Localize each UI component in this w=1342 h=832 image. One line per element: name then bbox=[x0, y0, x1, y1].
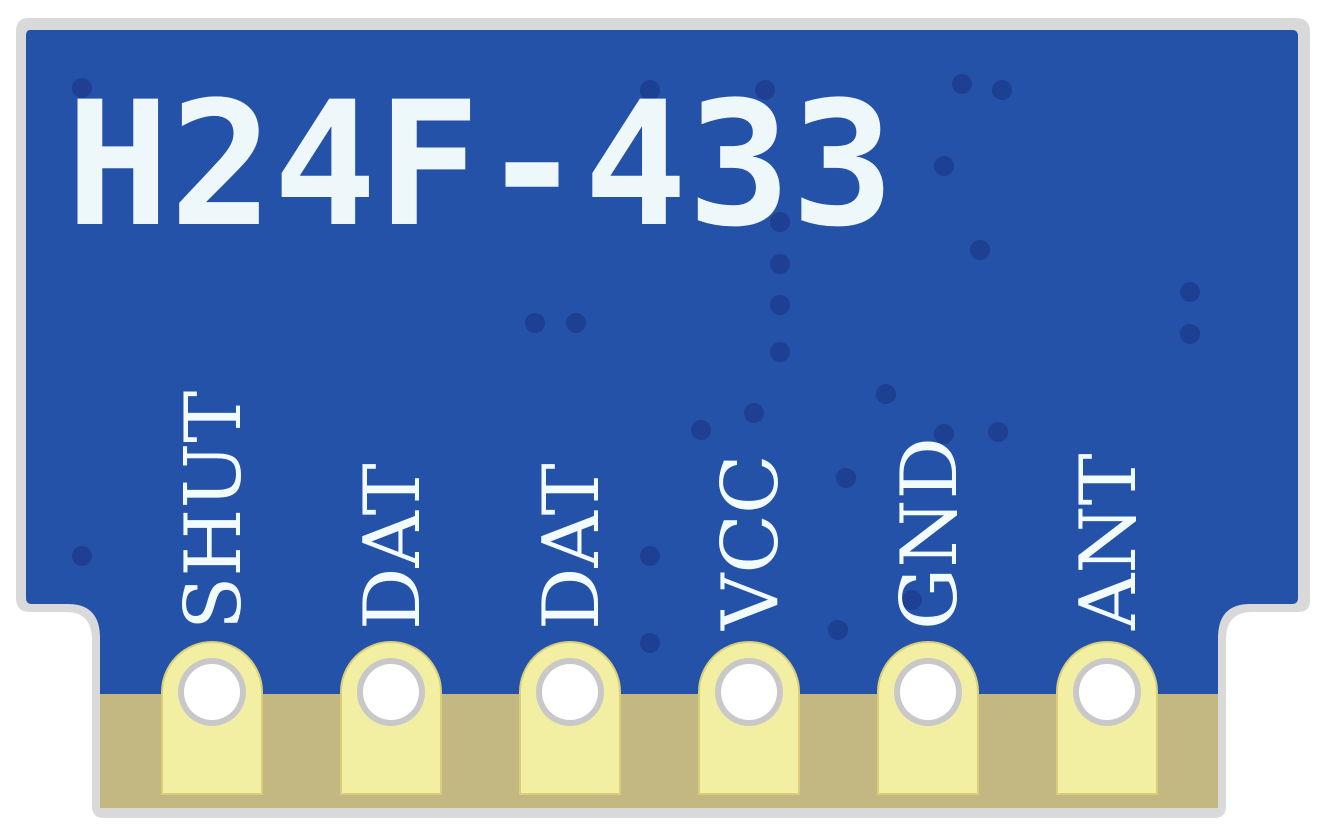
via-hole bbox=[640, 546, 660, 566]
via-hole bbox=[876, 384, 896, 404]
pin-hole bbox=[900, 664, 956, 720]
board-title: H24F-433 bbox=[66, 64, 894, 265]
via-hole bbox=[1180, 282, 1200, 302]
via-hole bbox=[988, 422, 1008, 442]
edge-copper-strip bbox=[100, 694, 1218, 808]
pin-label: DAT bbox=[348, 463, 438, 630]
via-hole bbox=[836, 468, 856, 488]
via-hole bbox=[770, 254, 790, 274]
via-hole bbox=[770, 295, 790, 315]
via-hole bbox=[770, 342, 790, 362]
via-hole bbox=[640, 80, 660, 100]
via-hole bbox=[770, 212, 790, 232]
via-hole bbox=[934, 156, 954, 176]
pin-hole bbox=[184, 664, 240, 720]
via-hole bbox=[566, 313, 586, 333]
via-hole bbox=[744, 403, 764, 423]
via-hole bbox=[640, 633, 660, 653]
pin-label: VCC bbox=[706, 454, 796, 631]
via-hole bbox=[902, 590, 922, 610]
via-hole bbox=[828, 620, 848, 640]
via-hole bbox=[691, 420, 711, 440]
via-hole bbox=[970, 240, 990, 260]
via-group bbox=[72, 74, 1200, 653]
pin-label: GND bbox=[885, 437, 975, 630]
pin-label: ANT bbox=[1064, 453, 1154, 631]
pin-hole bbox=[363, 664, 419, 720]
via-hole bbox=[755, 80, 775, 100]
via-hole bbox=[952, 74, 972, 94]
via-hole bbox=[525, 313, 545, 333]
via-hole bbox=[72, 546, 92, 566]
pin-header: SHUT DAT DAT VCC GND ANT bbox=[161, 391, 1158, 795]
pin-hole bbox=[1079, 664, 1135, 720]
solder-mask bbox=[26, 30, 1298, 694]
via-hole bbox=[1180, 324, 1200, 344]
pin-label: SHUT bbox=[169, 391, 259, 630]
via-hole bbox=[72, 78, 92, 98]
pin-hole bbox=[542, 664, 598, 720]
via-hole bbox=[934, 424, 954, 444]
pin-hole bbox=[721, 664, 777, 720]
via-hole bbox=[992, 80, 1012, 100]
pin-label: DAT bbox=[527, 463, 617, 630]
